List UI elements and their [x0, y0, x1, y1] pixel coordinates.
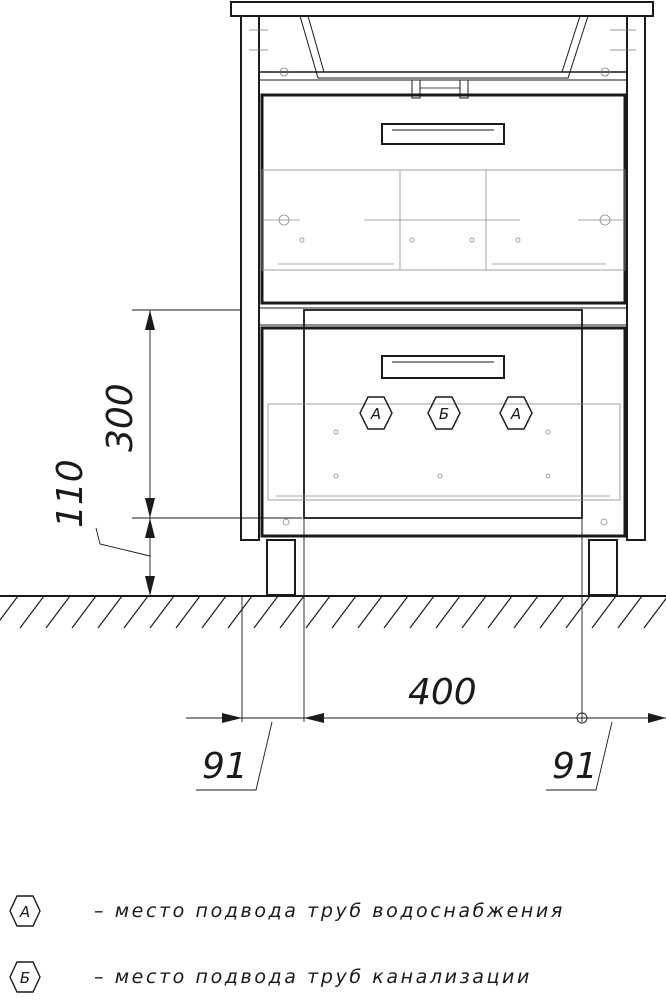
lower-drawer-handle — [381, 355, 505, 379]
hex-marker-icon: Б — [9, 961, 41, 993]
legend-letter: Б — [20, 969, 30, 987]
hex-marker-icon: А — [9, 895, 41, 927]
upper-drawer-front — [260, 93, 627, 305]
left-leg — [266, 539, 296, 596]
legend: А – место подвода труб водоснабжения Б –… — [0, 880, 666, 1000]
lower-drawer-front — [260, 326, 627, 538]
left-side-panel — [240, 15, 260, 541]
hex-marker-icon — [427, 396, 461, 430]
hex-marker-icon — [499, 396, 533, 430]
dim-300: 300 — [100, 383, 141, 452]
legend-text-sewage: – место подвода труб канализации — [94, 966, 532, 988]
dim-91-right: 91 — [552, 746, 598, 787]
dim-400: 400 — [408, 672, 477, 713]
right-leg — [588, 539, 618, 596]
marker-letter: А — [510, 405, 521, 423]
legend-text-water: – место подвода труб водоснабжения — [94, 900, 565, 922]
dim-91-left: 91 — [202, 746, 248, 787]
right-side-panel — [626, 15, 646, 541]
legend-letter: А — [19, 903, 30, 921]
pipe-marker-2: Б — [427, 396, 461, 430]
countertop — [230, 1, 654, 17]
upper-drawer-handle — [381, 123, 505, 145]
pipe-marker-3: А — [499, 396, 533, 430]
legend-row-water: А – место подвода труб водоснабжения — [8, 894, 565, 928]
dim-110: 110 — [50, 459, 91, 528]
marker-letter: А — [370, 405, 381, 423]
cabinet-drawing: А Б А 300 110 400 91 91 — [0, 1, 666, 791]
drawer-box-outline — [303, 309, 583, 519]
marker-letter: Б — [439, 405, 449, 423]
floor-hatching — [0, 595, 666, 629]
pipe-marker-1: А — [359, 396, 393, 430]
hex-marker-icon — [359, 396, 393, 430]
legend-row-sewage: Б – место подвода труб канализации — [8, 960, 532, 994]
